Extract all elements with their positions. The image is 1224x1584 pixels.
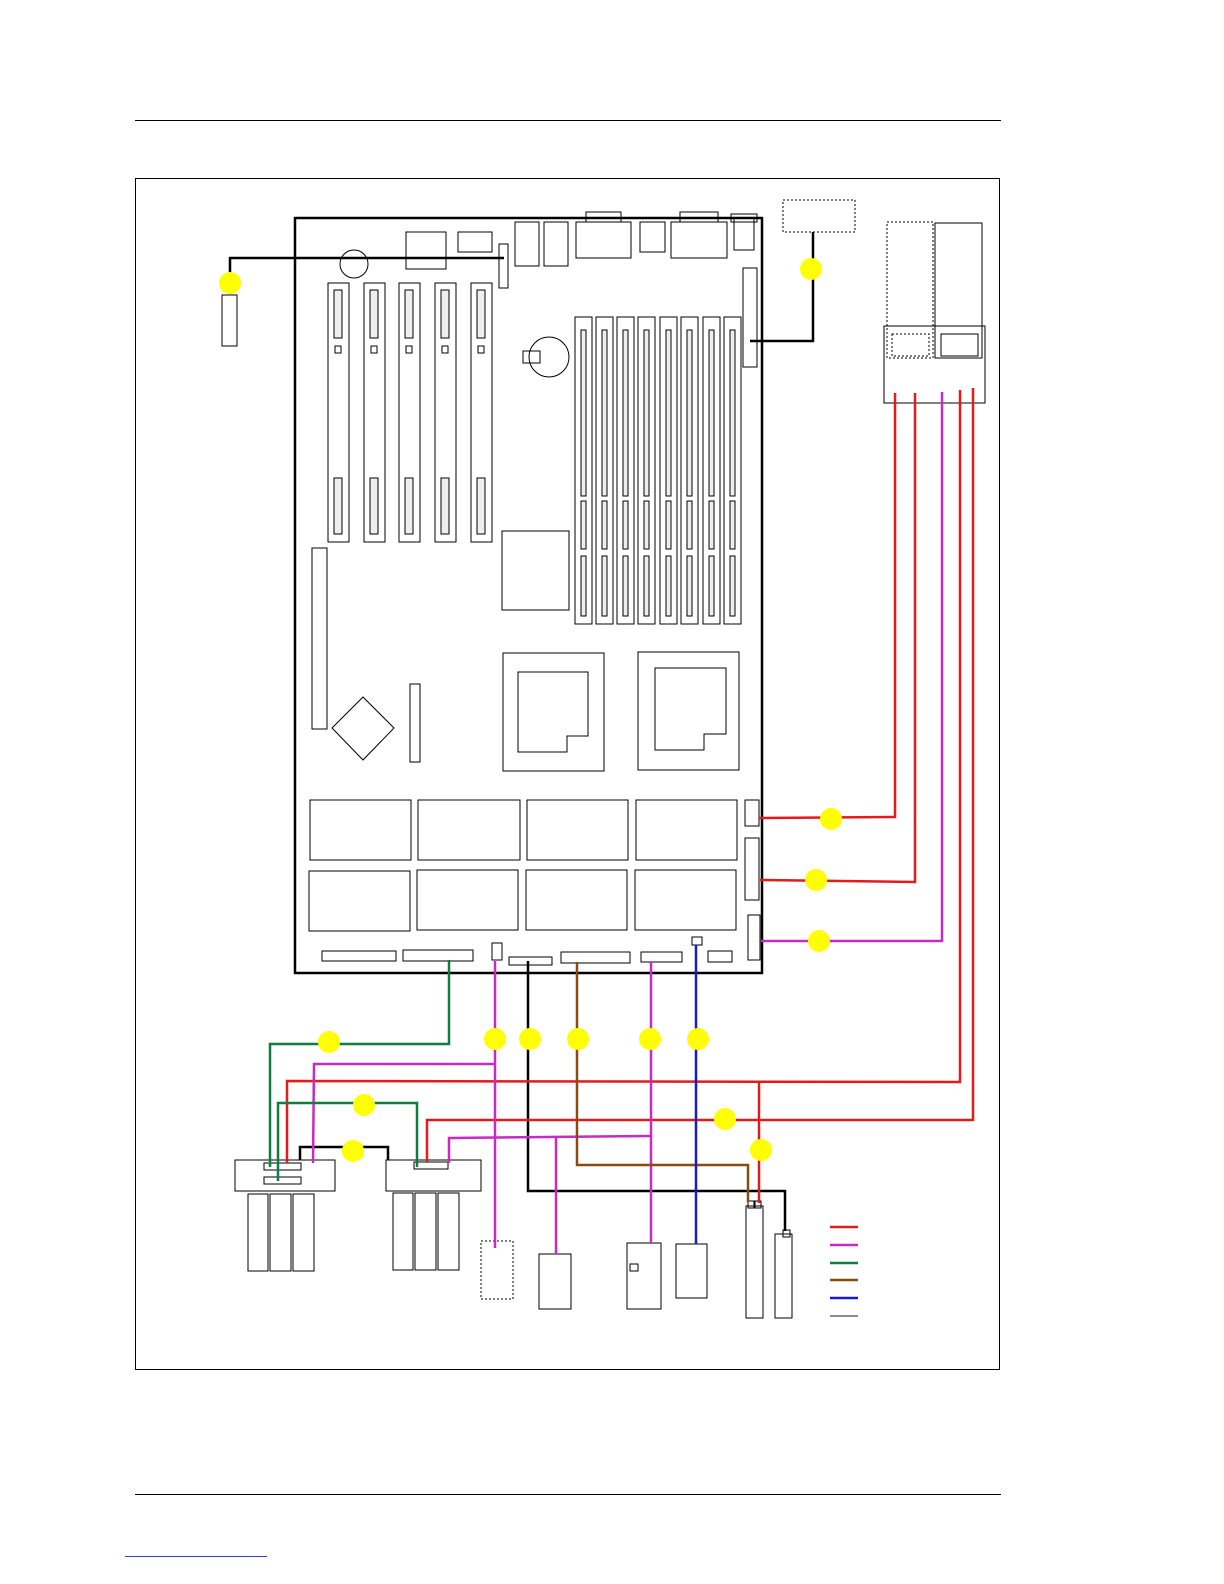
battery: [529, 337, 569, 377]
legend: [830, 1227, 858, 1316]
power-supply: [884, 222, 985, 403]
external-connector: [783, 200, 855, 232]
cpu-socket-2: [638, 652, 739, 770]
callout-6: [318, 1031, 340, 1053]
callout-14: [342, 1140, 364, 1162]
drive-cage-right: [386, 1160, 481, 1270]
rear-connector: [544, 222, 568, 266]
header-connector: [499, 244, 508, 288]
fan-module-2: [775, 1234, 792, 1318]
front-panel-board: [627, 1243, 661, 1309]
callout-3: [820, 808, 842, 830]
power-header: [743, 268, 757, 367]
parallel-port: [671, 222, 727, 258]
rear-connector: [458, 232, 492, 252]
floppy-header: [509, 957, 552, 965]
bridge-chip: [332, 697, 394, 760]
callout-7: [484, 1028, 506, 1050]
cable-panel-branch: [449, 1136, 651, 1163]
front-device-dashed: [481, 1241, 513, 1299]
led-header: [692, 937, 702, 945]
ide-header-2: [403, 950, 473, 961]
rear-connector: [406, 232, 446, 269]
fan-module-1: [746, 1206, 763, 1318]
cable-floppy: [528, 961, 785, 1231]
callout-4: [805, 869, 827, 891]
drive-cage-left: [235, 1160, 335, 1271]
pci-slots: [328, 283, 492, 542]
callout-12: [353, 1094, 375, 1116]
callout-11: [687, 1028, 709, 1050]
ide-header-1: [322, 951, 396, 961]
serial-port: [576, 222, 631, 258]
front-led-board: [676, 1244, 707, 1298]
psu-module-1: [887, 222, 933, 358]
rear-connector: [734, 218, 754, 250]
dimm-slots: [575, 317, 741, 624]
jumper-ring: [340, 250, 368, 278]
panel-header: [641, 952, 682, 962]
front-device: [539, 1254, 571, 1309]
callout-15: [750, 1139, 772, 1161]
battery-clip: [523, 351, 540, 363]
scsi-header: [561, 952, 630, 963]
cable-power-2: [760, 393, 915, 882]
fan-header-3: [748, 915, 760, 960]
small-header: [492, 943, 502, 960]
callout-13: [714, 1108, 736, 1130]
callout-10: [639, 1028, 661, 1050]
callout-9: [567, 1028, 589, 1050]
front-devices: [481, 1201, 792, 1318]
cable-external: [750, 232, 813, 341]
rear-connector: [640, 222, 665, 252]
fan-header-2: [745, 838, 759, 900]
cable-power-1: [759, 393, 895, 818]
callout-1: [219, 272, 241, 294]
chipset: [502, 531, 569, 610]
cpu-1-outline: [518, 672, 588, 752]
callout-2: [800, 258, 822, 280]
cable-speaker: [230, 258, 504, 294]
aux-header: [708, 951, 732, 962]
callout-5: [808, 930, 830, 952]
header-strip: [410, 684, 420, 762]
agp-slot: [312, 548, 327, 729]
fan-header-1: [745, 800, 759, 826]
system-board: [295, 212, 762, 973]
callout-8: [519, 1028, 541, 1050]
cpu-2-outline: [655, 668, 726, 750]
psu-module-2: [935, 223, 982, 358]
speaker-module: [222, 295, 237, 346]
rear-connector: [515, 222, 539, 266]
